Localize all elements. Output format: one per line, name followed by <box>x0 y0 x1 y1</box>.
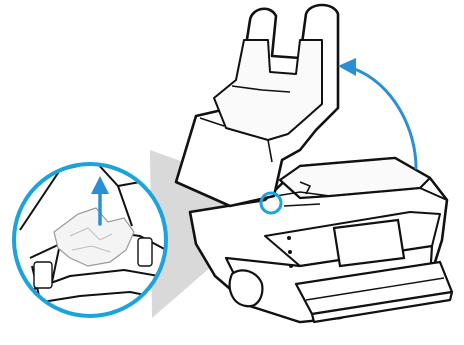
detail-view <box>10 160 170 320</box>
rotation-arrow-icon <box>338 58 416 168</box>
panel-button <box>289 264 293 268</box>
panel-button <box>287 236 291 240</box>
panel-button <box>288 250 292 254</box>
side-handle <box>230 270 263 306</box>
